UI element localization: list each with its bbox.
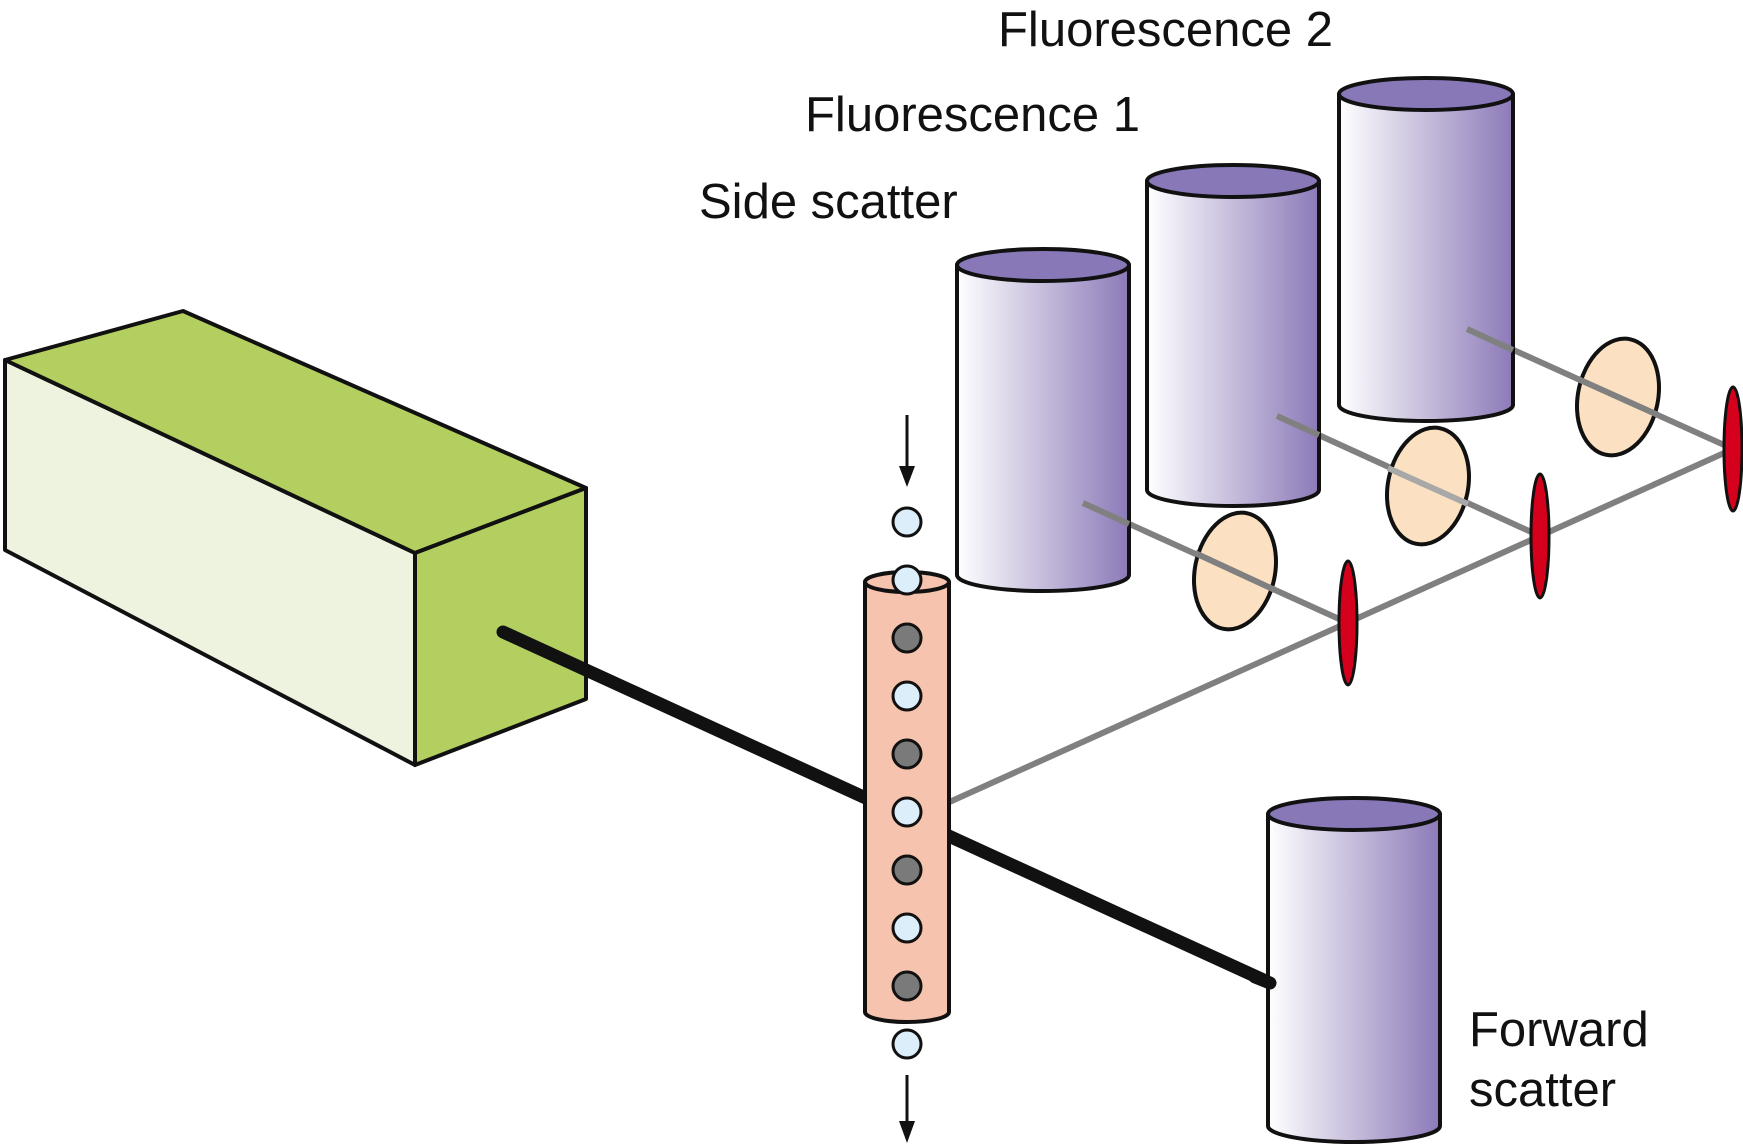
cell-light — [891, 1028, 923, 1060]
flow-arrow-bottom — [899, 1075, 915, 1143]
cell-dark — [891, 622, 923, 654]
fluorescence-1-label: Fluorescence 1 — [805, 88, 1140, 142]
forward-scatter-label-line2: scatter — [1469, 1063, 1616, 1117]
cell-light — [891, 680, 923, 712]
side-scatter-label: Side scatter — [699, 175, 958, 229]
cell-dark — [891, 738, 923, 770]
mirror-2 — [1529, 472, 1551, 600]
mirror-1 — [1337, 559, 1359, 687]
cell-light — [891, 564, 923, 596]
lens-fluorescence-2 — [1574, 336, 1662, 458]
lens-fluorescence-1 — [1384, 425, 1472, 547]
mirror-3 — [1722, 385, 1743, 513]
forward-scatter-label-line1: Forward — [1469, 1003, 1649, 1057]
cell-dark — [891, 854, 923, 886]
flow-arrow-top — [899, 415, 915, 487]
cell-light — [891, 796, 923, 828]
fluorescence-2-label: Fluorescence 2 — [998, 3, 1333, 57]
laser-source — [3, 309, 588, 767]
detector-cap — [1145, 163, 1321, 199]
lens-side-scatter — [1191, 510, 1279, 632]
detector-cap — [1266, 796, 1442, 832]
cells — [891, 506, 923, 1060]
side-scatter-detector — [955, 247, 1131, 593]
cell-light — [891, 506, 923, 538]
fluorescence-1-detector — [1145, 163, 1321, 508]
cell-light — [891, 912, 923, 944]
forward-scatter-detector — [1266, 796, 1442, 1144]
detector-cap — [955, 247, 1131, 283]
cell-dark — [891, 970, 923, 1002]
detector-cap — [1337, 76, 1515, 112]
fluorescence-2-detector — [1337, 76, 1515, 423]
